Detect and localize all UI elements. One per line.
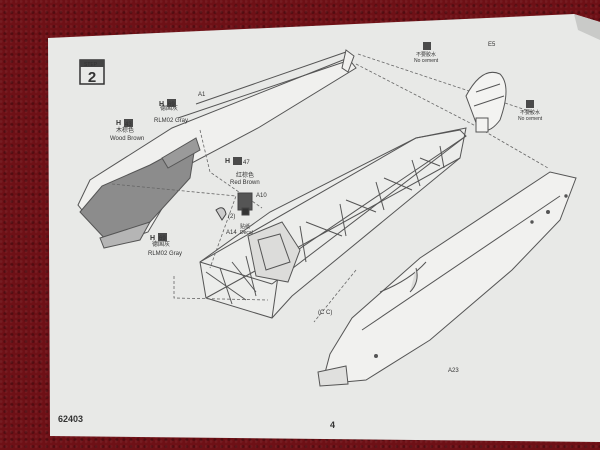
nocement1-icon — [423, 42, 431, 50]
part-label-e5: E5 — [488, 42, 496, 48]
step-label: STEP — [84, 62, 98, 68]
part-a14 — [215, 207, 227, 221]
red-code-box — [233, 157, 242, 165]
gray1-label-en: RLM02 Gray — [154, 118, 188, 124]
fuselage-truss-frame — [199, 127, 467, 319]
page-shadow-edge — [574, 14, 600, 40]
wood-label-cn: 木棕色 — [116, 126, 134, 134]
nocement2-icon — [526, 100, 534, 108]
small-parts — [215, 192, 253, 221]
nocement1-en: No cement — [414, 58, 439, 64]
kit-code: 62403 — [58, 414, 83, 424]
part-label-a1: A1 — [198, 92, 206, 98]
gray2-code-box — [158, 233, 167, 241]
nocement2-en: No cement — [518, 116, 543, 122]
part-label-a14: A14 — [226, 230, 237, 236]
wood-label-en: Wood Brown — [110, 136, 144, 142]
windscreen-part — [465, 71, 507, 133]
left-fuselage-panel — [77, 49, 357, 249]
gray1-label-cn: 德国灰 — [160, 104, 178, 112]
gray2-code: H — [150, 235, 155, 242]
decal-label-cn: 贴纸 — [240, 223, 250, 230]
red-label-cn: 红棕色 — [236, 171, 254, 179]
gray1-number: 69 — [168, 102, 175, 108]
decal-icon — [241, 207, 250, 216]
red-number: 47 — [243, 160, 250, 166]
gray1-code: H — [159, 101, 164, 108]
gray2-number: 69 — [159, 236, 166, 242]
part-a10 — [237, 192, 253, 211]
gray2-label-cn: 德国灰 — [152, 240, 170, 248]
gray1-code-box — [167, 99, 176, 107]
wood-code: H — [116, 120, 121, 127]
part-quantity: (2) — [228, 214, 235, 220]
red-code: H — [225, 158, 230, 165]
gray-painted-area-bottom — [99, 221, 152, 249]
decal-label-en: Decal — [240, 230, 253, 236]
part-label-cc: (C C) — [318, 310, 332, 316]
nocement1-cn: 不要胶水 — [416, 51, 436, 58]
red-label-en: Red Brown — [230, 180, 260, 186]
nocement2-cn: 不要胶水 — [520, 109, 540, 116]
gray2-label-en: RLM02 Gray — [148, 251, 182, 257]
cockpit-assembly — [247, 221, 301, 283]
part-label-a10: A10 — [256, 193, 267, 199]
part-label-a23: A23 — [448, 368, 459, 374]
page-number: 4 — [330, 420, 335, 430]
step-number: 2 — [88, 69, 96, 86]
right-fuselage-panel — [317, 171, 577, 387]
wood-code-box — [124, 119, 133, 127]
step-badge: STEP 2 — [79, 59, 105, 86]
gray-painted-area-top — [161, 137, 201, 169]
wood-number: 43 — [125, 122, 132, 128]
